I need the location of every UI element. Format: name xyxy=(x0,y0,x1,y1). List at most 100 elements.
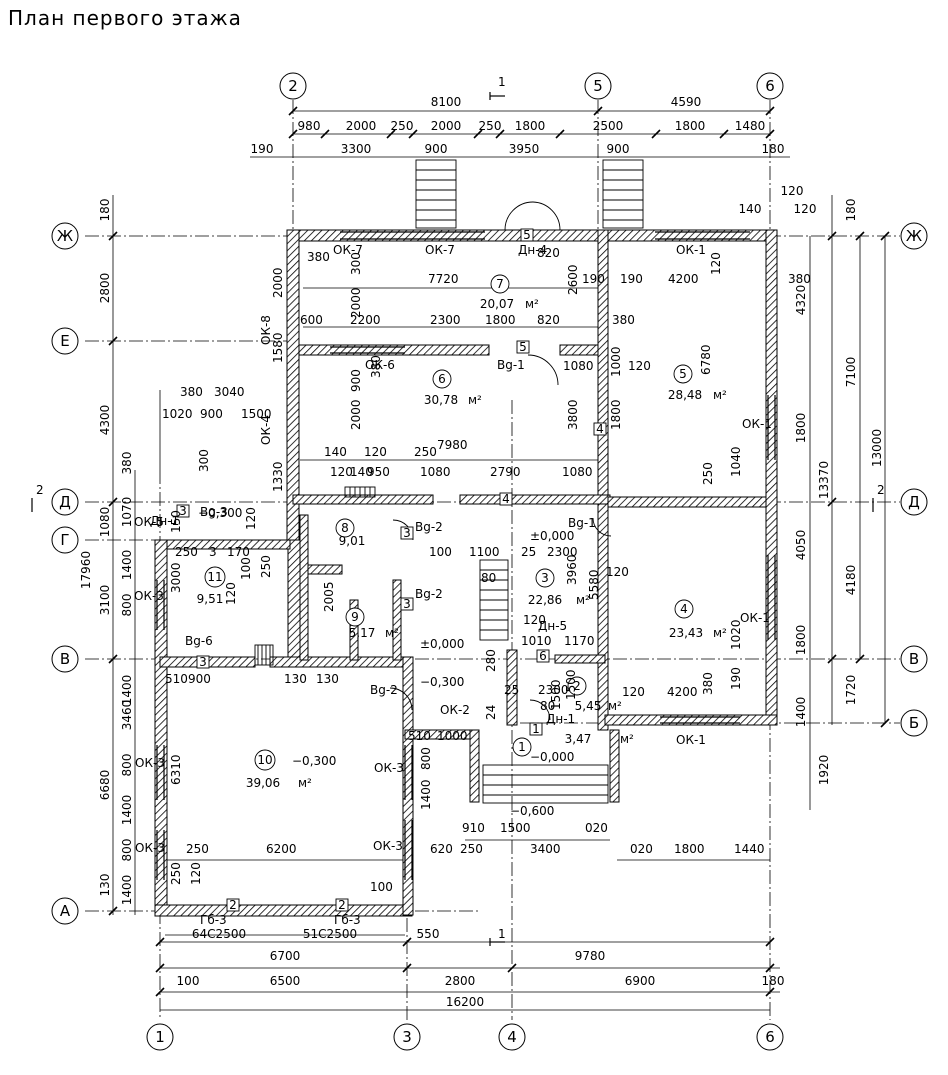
dim-inner: 2000 xyxy=(271,267,285,298)
opening-label: Вg-3 xyxy=(200,505,228,519)
walls xyxy=(154,229,778,917)
opening-label: Гб-3 xyxy=(200,913,227,927)
dim-inner: 1080 xyxy=(562,465,593,479)
opening-label: ОК-8 xyxy=(259,315,273,345)
opening-label: Дн-5 xyxy=(538,619,567,633)
element-marker-label: 5 xyxy=(519,340,527,354)
axis-right-label: Ж xyxy=(906,227,922,245)
room-marker-1 xyxy=(512,737,532,757)
dim-left: 1400 xyxy=(120,675,134,706)
opening-label: Дн-4 xyxy=(518,243,547,257)
opening-label: Вg-2 xyxy=(415,587,443,601)
element-marker-label: 3 xyxy=(403,526,411,540)
dim-inner: 2790 xyxy=(490,465,521,479)
dim-inner: 300 xyxy=(349,252,363,275)
dim-inner: 900 xyxy=(200,407,223,421)
dim-inner: 1040 xyxy=(729,446,743,477)
dim-inner: 2000 xyxy=(349,399,363,430)
room-number: 8 xyxy=(341,521,349,535)
element-marker-label: 3 xyxy=(403,597,411,611)
section-mark-label: 1 xyxy=(498,75,506,89)
dim-bottom: 64С2500 xyxy=(192,927,246,941)
dim-inner: 2600 xyxy=(566,264,580,295)
axis-circles xyxy=(51,72,928,1051)
room-marker-11 xyxy=(204,566,226,588)
section-mark-label: 2 xyxy=(36,483,44,497)
opening-label: ОК-6 xyxy=(365,358,395,372)
opening-label: Вg-2 xyxy=(370,683,398,697)
dim-bottom: 6500 xyxy=(270,974,301,988)
level-mark: −0,300 xyxy=(420,675,464,689)
plan-title: План первого этажа xyxy=(8,6,242,30)
door-swings xyxy=(389,201,612,721)
dim-top: 250 xyxy=(479,119,502,133)
dim-inner: 2300 xyxy=(538,683,569,697)
axis-left-zh xyxy=(51,222,79,250)
dim-left: 800 xyxy=(120,594,134,617)
axis-bottom-3 xyxy=(393,1023,421,1051)
room-area: 3,47 xyxy=(565,732,592,746)
dim-inner: 380 xyxy=(369,355,383,378)
dim-right: 13370 xyxy=(817,461,831,499)
dim-inner: 250 xyxy=(169,862,183,885)
dim-inner: 120 xyxy=(189,862,203,885)
dim-inner: 380 xyxy=(612,313,635,327)
dim-right: 4320 xyxy=(794,285,808,316)
room-marker-10 xyxy=(254,749,276,771)
opening-label: ОК-7 xyxy=(333,243,363,257)
dim-inner: 120 xyxy=(628,359,651,373)
dim-inner: 1500 xyxy=(564,669,578,700)
dim-inner: 1080 xyxy=(420,465,451,479)
dim-inner: 510 xyxy=(165,672,188,686)
dim-inner: 3000 xyxy=(169,562,183,593)
dimension-ticks xyxy=(108,106,890,997)
level-mark: −0,300 xyxy=(198,506,242,520)
room-number: 7 xyxy=(496,277,504,291)
element-markers xyxy=(176,228,607,912)
dim-inner: 1020 xyxy=(162,407,193,421)
dim-inner: 170 xyxy=(227,545,250,559)
room-number: 11 xyxy=(207,570,222,584)
room-marker-8 xyxy=(335,518,355,538)
dim-inner: 25 xyxy=(521,545,536,559)
dim-left: 800 xyxy=(120,839,134,862)
axis-left-e xyxy=(51,327,79,355)
dim-inner: 1170 xyxy=(564,634,595,648)
opening-label: Дн-1 xyxy=(546,712,575,726)
dim-top: 1800 xyxy=(515,119,546,133)
element-marker-label: 2 xyxy=(229,898,237,912)
dim-inner: 7980 xyxy=(437,438,468,452)
dim-inner: 100 xyxy=(429,545,452,559)
room-number: 4 xyxy=(680,602,688,616)
room-marker-7 xyxy=(490,274,510,294)
dim-inner: 250 xyxy=(259,555,273,578)
dim-bottom: 550 xyxy=(417,927,440,941)
dim-inner: 120 xyxy=(606,565,629,579)
dim-inner: 120 xyxy=(709,252,723,275)
element-marker-label: 6 xyxy=(539,649,547,663)
dim-inner: 25 xyxy=(504,683,519,697)
dim-inner: 380 xyxy=(307,250,330,264)
room-area: 5,17 xyxy=(349,626,376,640)
element-marker-label: 3 xyxy=(199,655,207,669)
dim-right: 1720 xyxy=(844,675,858,706)
element-marker-label: 4 xyxy=(596,422,604,436)
dim-left: 4300 xyxy=(98,405,112,436)
opening-label: ОК-3 xyxy=(135,841,165,855)
axis-left-label: А xyxy=(60,902,71,920)
axis-bottom-6 xyxy=(756,1023,784,1051)
dim-inner: 380 xyxy=(180,385,203,399)
dim-inner: 130 xyxy=(284,672,307,686)
dim-inner: 250 xyxy=(460,842,483,856)
dim-left: 180 xyxy=(98,199,112,222)
room-area: 5,45 xyxy=(575,699,602,713)
room-circles xyxy=(204,274,694,771)
dim-inner: 150 xyxy=(169,510,183,533)
room-area-unit: м² xyxy=(468,393,482,407)
dim-top: 1480 xyxy=(735,119,766,133)
dim-inner: 820 xyxy=(537,313,560,327)
dim-inner: 600 xyxy=(300,313,323,327)
dim-inner: 1000 xyxy=(609,346,623,377)
dim-inner: 2000 xyxy=(349,287,363,318)
room-area-unit: м² xyxy=(620,732,634,746)
